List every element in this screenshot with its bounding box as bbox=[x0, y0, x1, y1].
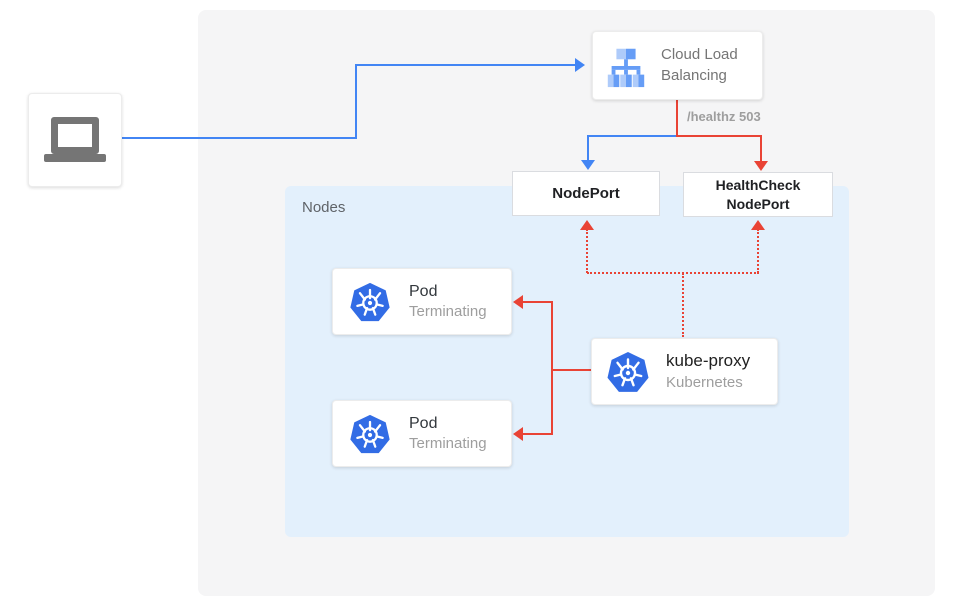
client-node bbox=[28, 93, 122, 187]
pod1-arrowhead bbox=[513, 295, 523, 309]
nodes-region-label: Nodes bbox=[302, 199, 346, 216]
dotted-to-nodeport-line bbox=[586, 229, 588, 273]
lb-healthcheck-line-v2 bbox=[760, 135, 762, 162]
healthcheck-nodeport-node: HealthCheck NodePort bbox=[683, 172, 833, 217]
lb-healthcheck-line-h bbox=[676, 135, 762, 137]
branch-to-pod2-line bbox=[523, 433, 553, 435]
pod1-status: Terminating bbox=[409, 303, 487, 321]
cloud-load-balancing-node: Cloud Load Balancing bbox=[592, 31, 763, 100]
kubeproxy-dotted-line-v bbox=[682, 273, 684, 337]
kubernetes-icon bbox=[347, 279, 393, 325]
healthcheck-label-line2: NodePort bbox=[726, 195, 790, 212]
pod1-title: Pod bbox=[409, 283, 438, 301]
kube-proxy-node: kube-proxy Kubernetes bbox=[591, 338, 778, 405]
kubeproxy-to-branch-line bbox=[552, 369, 591, 371]
pod1-node: Pod Terminating bbox=[332, 268, 512, 335]
cloud-load-balancing-icon bbox=[603, 43, 649, 89]
lb-to-nodeport-arrowhead bbox=[581, 160, 595, 170]
cloud-load-balancing-label: Cloud Load Balancing bbox=[661, 46, 738, 84]
pod2-node: Pod Terminating bbox=[332, 400, 512, 467]
lb-to-nodeport-line-h bbox=[587, 135, 678, 137]
pod2-arrowhead bbox=[513, 427, 523, 441]
healthcheck-label-line1: HealthCheck bbox=[715, 177, 801, 194]
laptop-icon bbox=[44, 115, 106, 165]
lb-healthcheck-line-v1 bbox=[676, 100, 678, 137]
dotted-nodeport-arrowhead bbox=[580, 220, 594, 230]
pod2-title: Pod bbox=[409, 415, 438, 433]
nodeport-label: NodePort bbox=[552, 185, 620, 202]
lb-to-nodeport-line-v bbox=[587, 135, 589, 161]
kube-proxy-subtitle: Kubernetes bbox=[666, 373, 743, 391]
lb-to-hc-nodeport-arrowhead bbox=[754, 161, 768, 171]
client-to-lb-line-h1 bbox=[122, 137, 356, 139]
client-to-lb-line-h2 bbox=[355, 64, 577, 66]
dotted-hc-nodeport-arrowhead bbox=[751, 220, 765, 230]
kubernetes-icon bbox=[347, 411, 393, 457]
kube-proxy-title: kube-proxy bbox=[666, 351, 751, 371]
dotted-to-hc-nodeport-line bbox=[757, 229, 759, 273]
nodeport-node: NodePort bbox=[512, 171, 660, 216]
pods-branch-line-v bbox=[551, 302, 553, 435]
healthz-status-label: /healthz 503 bbox=[687, 109, 761, 124]
kubeproxy-dotted-line-h bbox=[587, 272, 759, 274]
branch-to-pod1-line bbox=[523, 301, 553, 303]
kubernetes-icon bbox=[604, 348, 652, 396]
client-to-lb-arrowhead bbox=[575, 58, 585, 72]
client-to-lb-line-v bbox=[355, 64, 357, 139]
pod2-status: Terminating bbox=[409, 435, 487, 453]
